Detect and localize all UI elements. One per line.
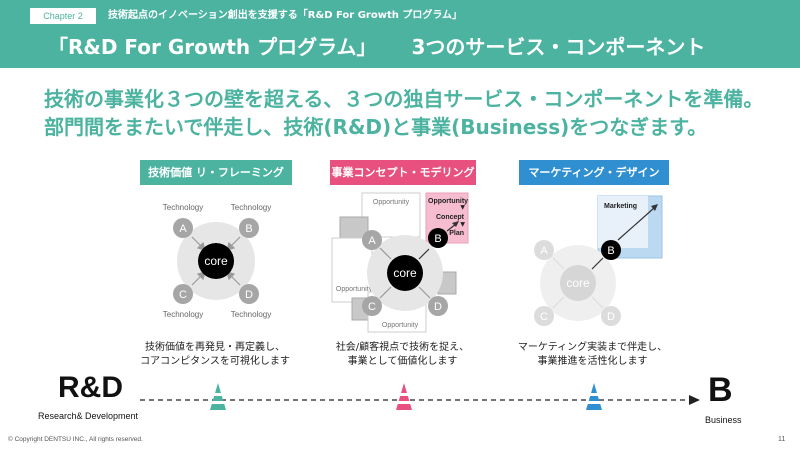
concept-plan: Plan (449, 230, 464, 237)
marker-reframing (208, 383, 228, 410)
node-a (173, 218, 193, 238)
chapter-tag: Chapter 2 (30, 8, 96, 24)
node-c (534, 306, 554, 326)
marketing-panel-front (598, 196, 648, 248)
node-a-label: A (179, 223, 187, 235)
node-b (601, 240, 621, 260)
core-node (198, 243, 234, 279)
page-title: 「R&D For Growth プログラム」 3つのサービス・コンポーネント (48, 31, 705, 60)
node-b (239, 218, 259, 238)
desc-3-line-1: マーケティング実装まで伴走し、 (517, 342, 668, 353)
service-desc-marketing-design: マーケティング実装まで伴走し、 事業推進を活性化します (505, 341, 680, 369)
header-bar: Chapter 2 技術起点のイノベーション創出を支援する「R&D For Gr… (0, 0, 800, 68)
b-arrow-head (452, 221, 459, 227)
node-b-label: B (434, 233, 441, 245)
timeline-arrow-head (689, 395, 700, 405)
copyright: © Copyright DENTSU INC., All rights rese… (8, 436, 143, 443)
tech-label-a: Technology (163, 203, 203, 212)
chapter-subtitle: 技術起点のイノベーション創出を支援する「R&D For Growth プログラム… (108, 10, 463, 21)
node-a-label: A (540, 245, 548, 257)
business-subtitle: Business (705, 415, 742, 425)
node-b-label: B (607, 245, 614, 257)
service-desc-reframing: 技術価値を再発見・再定義し、 コアコンピタンスを可視化します (130, 341, 300, 369)
opportunity-card-left (331, 237, 373, 303)
node-a-label: A (368, 235, 376, 247)
tech-label-d: Technology (231, 310, 271, 319)
arrow-head-b (226, 241, 236, 251)
arrow-head-d (226, 271, 236, 281)
node-d (239, 284, 259, 304)
service-label-concept-modeling: 事業コンセプト・モデリング (330, 160, 476, 185)
core-label: core (566, 276, 590, 290)
marketing-label: Marketing (604, 203, 637, 210)
node-d (601, 306, 621, 326)
desc-3-line-2: 事業推進を活性化します (537, 356, 648, 367)
b-link (418, 248, 430, 260)
service-desc-concept-modeling: 社会/顧客視点で技術を捉え、 事業として価値化します (315, 341, 490, 369)
concept-opportunity: Opportunity (428, 198, 468, 205)
node-d-label: D (245, 289, 253, 301)
page-title-sub: 3つのサービス・コンポーネント (411, 35, 706, 59)
b-link (591, 257, 604, 270)
timeline (140, 383, 700, 410)
node-c-label: C (540, 311, 548, 323)
opportunity-label-top: Opportunity (373, 199, 410, 206)
concept-concept: Concept (436, 214, 465, 221)
core-label: core (204, 254, 228, 268)
node-d-label: D (434, 301, 442, 313)
core-node (560, 265, 596, 301)
desc-2-line-2: 事業として価値化します (347, 356, 458, 367)
b-arrow-head (651, 204, 658, 211)
node-b (428, 228, 448, 248)
page-number: 11 (778, 436, 786, 443)
lead-line-2: 部門間をまたいで伴走し、技術(R&D)と事業(Business)をつなぎます。 (44, 115, 708, 139)
node-a (534, 240, 554, 260)
marker-concept-modeling (394, 383, 414, 410)
tech-label-c: Technology (163, 310, 203, 319)
service-label-marketing-design: マーケティング・デザイン (519, 160, 669, 185)
core-node (387, 255, 423, 291)
diagram-concept-modeling: Opportunity Opportunity Opportunity Oppo… (331, 192, 469, 333)
service-label-reframing: 技術価値 リ・フレーミング (140, 160, 292, 185)
concept-arrow-2: ▼ (460, 221, 465, 228)
page-title-main: 「R&D For Growth プログラム」 (48, 35, 377, 59)
opportunity-label-bottom: Opportunity (382, 322, 419, 329)
lead-line-1: 技術の事業化３つの壁を超える、３つの独自サービス・コンポーネントを準備。 (44, 87, 764, 111)
opportunity-card-top (361, 192, 421, 238)
desc-1-line-2: コアコンピタンスを可視化します (140, 356, 290, 367)
arrow-head-c (196, 271, 206, 281)
node-d-label: D (607, 311, 615, 323)
rd-logo: R&D (58, 371, 123, 404)
diagram-reframing: Technology Technology A B C D core Techn… (163, 203, 271, 319)
desc-1-line-1: 技術価値を再発見・再定義し、 (145, 342, 285, 353)
b-arrow-line (617, 207, 655, 241)
lead-text: 技術の事業化３つの壁を超える、３つの独自サービス・コンポーネントを準備。 部門間… (44, 85, 763, 141)
marker-marketing-design (584, 383, 604, 410)
node-c-label: C (368, 301, 376, 313)
node-b-label: B (245, 223, 252, 235)
business-logo: B (708, 371, 733, 409)
node-c (362, 296, 382, 316)
arrow-head-a (196, 241, 206, 251)
tech-label-b: Technology (231, 203, 271, 212)
diagram-marketing-design: Marketing A B C D core (534, 195, 663, 326)
node-c-label: C (179, 289, 187, 301)
rd-subtitle: Research& Development (38, 411, 139, 421)
node-c (173, 284, 193, 304)
concept-arrow-1: ▼ (460, 204, 465, 211)
node-d (428, 296, 448, 316)
opportunity-label-left: Opportunity (336, 286, 373, 293)
core-label: core (393, 266, 417, 280)
desc-2-line-1: 社会/顧客視点で技術を捉え、 (335, 342, 470, 353)
node-a (362, 230, 382, 250)
